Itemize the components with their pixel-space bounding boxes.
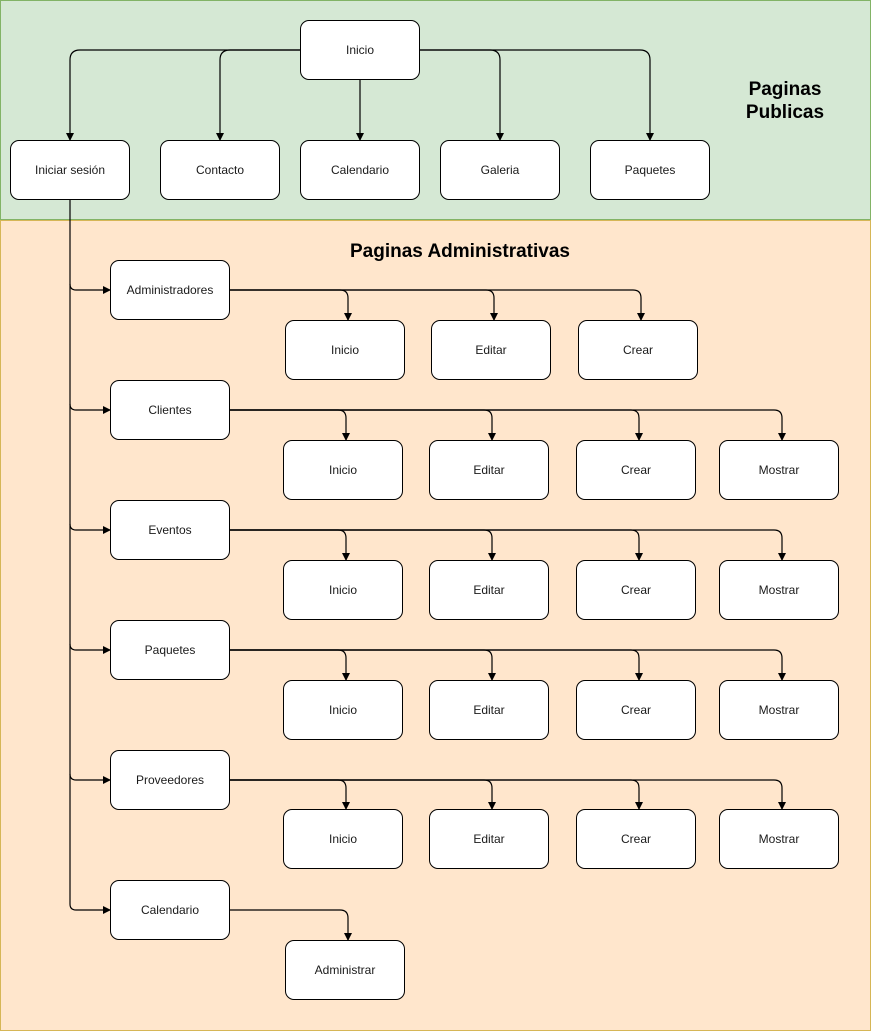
paquetes-child-mostrar[interactable]: Mostrar bbox=[719, 680, 839, 740]
admin-pages-title: Paginas Administrativas bbox=[350, 241, 570, 262]
edge-clientes-to-inicio bbox=[230, 409, 350, 441]
clientes-child-crear[interactable]: Crear bbox=[576, 440, 696, 500]
calendario-child-administrar[interactable]: Administrar bbox=[285, 940, 405, 1000]
edge-inicio-to-paquetes bbox=[420, 49, 654, 141]
edge-proveedores-to-inicio bbox=[230, 779, 350, 810]
edge-eventos-to-editar bbox=[230, 529, 496, 561]
edge-clientes-to-mostrar bbox=[230, 409, 786, 441]
node-contacto[interactable]: Contacto bbox=[160, 140, 280, 200]
edge-trunk-to-paquetes bbox=[69, 643, 111, 654]
edge-eventos-to-inicio bbox=[230, 529, 350, 561]
edge-trunk-to-administradores bbox=[69, 283, 111, 294]
edge-trunk-to-clientes bbox=[69, 403, 111, 414]
clientes-child-inicio[interactable]: Inicio bbox=[283, 440, 403, 500]
edge-proveedores-to-crear bbox=[230, 779, 643, 810]
edge-inicio-to-iniciar-sesion bbox=[66, 49, 300, 141]
public-pages-title: Paginas Publicas bbox=[745, 79, 825, 123]
paquetes-child-inicio[interactable]: Inicio bbox=[283, 680, 403, 740]
administradores-child-crear[interactable]: Crear bbox=[578, 320, 698, 380]
administradores-child-inicio[interactable]: Inicio bbox=[285, 320, 405, 380]
edge-clientes-to-crear bbox=[230, 409, 643, 441]
edge-trunk-to-eventos bbox=[69, 523, 111, 534]
paquetes-child-editar[interactable]: Editar bbox=[429, 680, 549, 740]
edge-trunk-to-proveedores bbox=[69, 773, 111, 784]
administradores-child-editar[interactable]: Editar bbox=[431, 320, 551, 380]
proveedores-child-crear[interactable]: Crear bbox=[576, 809, 696, 869]
paquetes-child-crear[interactable]: Crear bbox=[576, 680, 696, 740]
node-paquetes[interactable]: Paquetes bbox=[590, 140, 710, 200]
edge-administradores-to-crear bbox=[230, 289, 645, 321]
edge-paquetes-to-inicio bbox=[230, 649, 350, 681]
eventos-child-editar[interactable]: Editar bbox=[429, 560, 549, 620]
proveedores-child-inicio[interactable]: Inicio bbox=[283, 809, 403, 869]
node-iniciar-sesion[interactable]: Iniciar sesión bbox=[10, 140, 130, 200]
edge-paquetes-to-editar bbox=[230, 649, 496, 681]
eventos-child-crear[interactable]: Crear bbox=[576, 560, 696, 620]
section-proveedores[interactable]: Proveedores bbox=[110, 750, 230, 810]
section-eventos[interactable]: Eventos bbox=[110, 500, 230, 560]
section-calendario[interactable]: Calendario bbox=[110, 880, 230, 940]
edge-eventos-to-crear bbox=[230, 529, 643, 561]
clientes-child-editar[interactable]: Editar bbox=[429, 440, 549, 500]
section-clientes[interactable]: Clientes bbox=[110, 380, 230, 440]
edge-paquetes-to-mostrar bbox=[230, 649, 786, 681]
clientes-child-mostrar[interactable]: Mostrar bbox=[719, 440, 839, 500]
edge-paquetes-to-crear bbox=[230, 649, 643, 681]
node-inicio-root[interactable]: Inicio bbox=[300, 20, 420, 80]
edge-administradores-to-editar bbox=[230, 289, 498, 321]
eventos-child-inicio[interactable]: Inicio bbox=[283, 560, 403, 620]
proveedores-child-editar[interactable]: Editar bbox=[429, 809, 549, 869]
public-pages-zone bbox=[0, 0, 871, 220]
node-calendario[interactable]: Calendario bbox=[300, 140, 420, 200]
edge-inicio-to-contacto bbox=[216, 49, 300, 141]
edge-calendario-to-administrar bbox=[230, 909, 352, 941]
edge-clientes-to-editar bbox=[230, 409, 496, 441]
edge-administradores-to-inicio bbox=[230, 289, 352, 321]
edge-proveedores-to-editar bbox=[230, 779, 496, 810]
edge-proveedores-to-mostrar bbox=[230, 779, 786, 810]
section-administradores[interactable]: Administradores bbox=[110, 260, 230, 320]
edge-inicio-to-galeria bbox=[420, 49, 504, 141]
node-galeria[interactable]: Galeria bbox=[440, 140, 560, 200]
eventos-child-mostrar[interactable]: Mostrar bbox=[719, 560, 839, 620]
edge-trunk-to-calendario bbox=[69, 903, 111, 914]
edge-eventos-to-mostrar bbox=[230, 529, 786, 561]
section-paquetes[interactable]: Paquetes bbox=[110, 620, 230, 680]
proveedores-child-mostrar[interactable]: Mostrar bbox=[719, 809, 839, 869]
